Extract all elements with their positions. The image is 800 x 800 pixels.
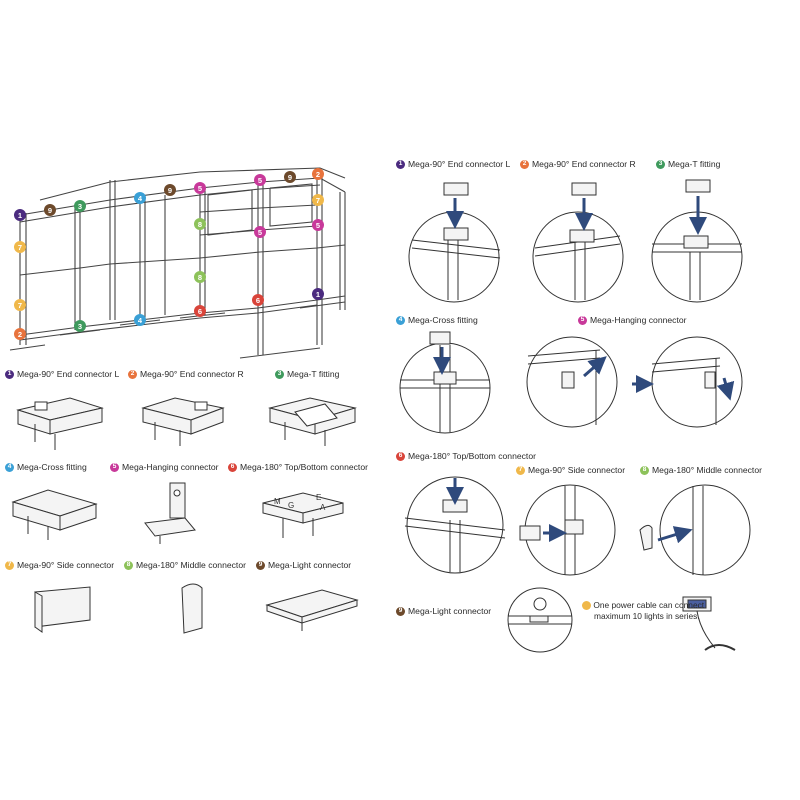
part-illustration-2 [141, 397, 225, 446]
marker-2-bottom: 2 [14, 328, 26, 340]
marker-7-a: 7 [312, 194, 324, 206]
marker-7-b: 7 [14, 241, 26, 253]
part-illustration-9 [265, 589, 359, 631]
marker-7-c: 7 [14, 299, 26, 311]
power-cable-note: One power cable can connect maximum 10 l… [582, 600, 704, 622]
marker-4-bottom: 4 [134, 314, 146, 326]
marker-9-c: 9 [284, 171, 296, 183]
marker-8-a: 8 [194, 218, 206, 230]
marker-6-b: 6 [252, 294, 264, 306]
part-illustration-8 [181, 583, 203, 634]
marker-9-a: 9 [44, 204, 56, 216]
marker-3-top: 3 [74, 200, 86, 212]
marker-1-bottom: 1 [312, 288, 324, 300]
marker-5-c: 5 [254, 226, 266, 238]
part-illustration-6: M E G A [262, 492, 344, 538]
part-illustration-3 [268, 397, 357, 446]
marker-6-a: 6 [194, 305, 206, 317]
connector-letter-g: G [288, 501, 294, 510]
connector-letter-a: A [320, 503, 326, 512]
note-line-1: One power cable can connect [593, 600, 705, 610]
marker-1-top-left: 1 [14, 209, 26, 221]
marker-8-b: 8 [194, 271, 206, 283]
marker-4-top: 4 [134, 192, 146, 204]
part-illustration-1 [16, 397, 104, 450]
marker-9-b: 9 [164, 184, 176, 196]
part-illustration-7 [34, 586, 91, 633]
note-line-2: maximum 10 lights in series. [594, 611, 700, 621]
marker-2-top: 2 [312, 168, 324, 180]
warning-icon [582, 601, 591, 611]
marker-5-b: 5 [254, 174, 266, 186]
marker-5-a: 5 [194, 182, 206, 194]
part-illustration-4 [11, 489, 98, 540]
connector-letter-m: M [274, 497, 281, 506]
marker-3-bottom: 3 [74, 320, 86, 332]
marker-5-d: 5 [312, 219, 324, 231]
part-illustration-5 [144, 482, 196, 544]
connector-letter-e: E [316, 493, 321, 502]
